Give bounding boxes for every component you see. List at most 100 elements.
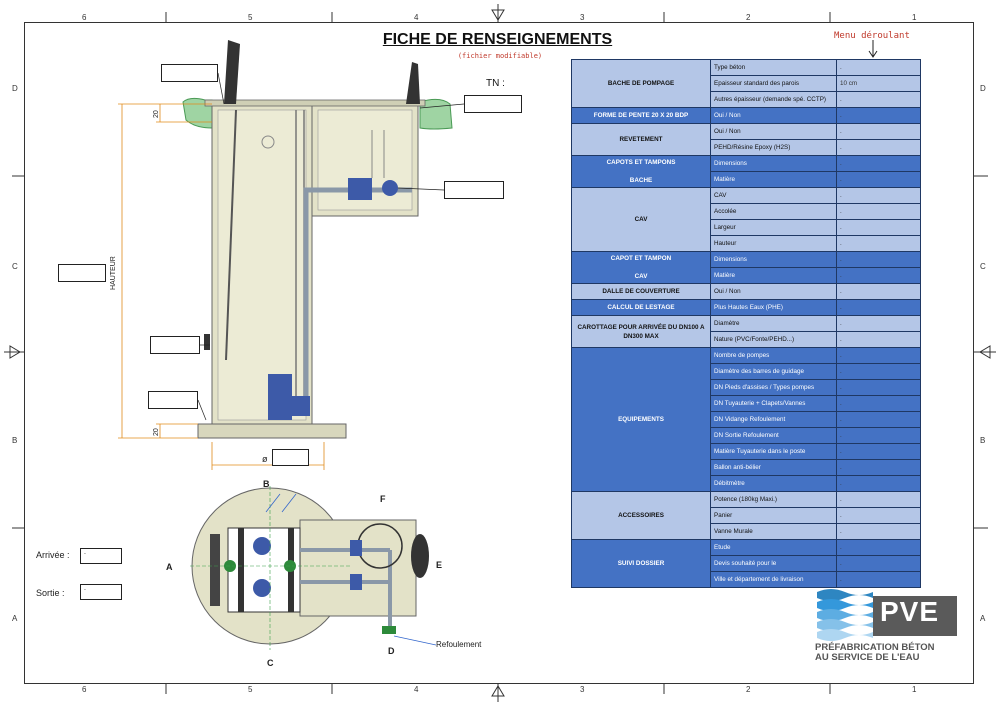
field-value[interactable]: . (836, 91, 921, 108)
section-lestage: CALCUL DE LESTAGE (571, 299, 711, 316)
table-row: Epaisseur standard des parois 10 cm (572, 75, 921, 92)
diameter-value-box[interactable] (272, 449, 309, 466)
hauteur-value-box[interactable] (58, 264, 106, 282)
section-line: CAPOTS ET TAMPONS (606, 159, 676, 166)
row-letter: D (980, 84, 986, 93)
col-number: 4 (414, 13, 419, 22)
field-value[interactable]: . (836, 299, 921, 316)
field-value[interactable]: . (836, 331, 921, 348)
table-row: CAROTTAGE POUR ARRIVÉE DU DN100 A DN300 … (571, 315, 921, 348)
float-label-box[interactable] (150, 336, 200, 354)
field-label: DN Sortie Refoulement (710, 427, 837, 444)
col-number: 5 (248, 13, 253, 22)
row-letter: D (12, 84, 18, 93)
section-equipements: EQUIPEMENTS (571, 347, 711, 492)
field-label: Hauteur (710, 235, 837, 252)
row-letter: C (980, 262, 986, 271)
field-value[interactable]: . (836, 395, 921, 412)
field-value[interactable]: . (836, 107, 921, 124)
col-number: 6 (82, 13, 87, 22)
section-line: CAPOT ET TAMPON (610, 255, 672, 262)
section-suivi: SUIVI DOSSIER (571, 539, 711, 588)
field-value[interactable]: . (836, 267, 921, 284)
field-value[interactable]: . (836, 203, 921, 220)
table-row: DALLE DE COUVERTURE Oui / Non . (571, 283, 921, 300)
field-label: Dimensions (710, 155, 837, 172)
field-value[interactable]: . (836, 459, 921, 476)
field-label: DN Pieds d'assises / Types pompes (710, 379, 837, 396)
field-value[interactable]: . (836, 347, 921, 364)
field-label: Panier (710, 507, 837, 524)
arrivee-input[interactable]: . (80, 548, 122, 564)
table-row: REVETEMENT Oui / Non . (571, 123, 921, 156)
field-value[interactable]: . (836, 555, 921, 572)
view-letter-d: D (388, 646, 395, 656)
field-label: Oui / Non (710, 123, 837, 140)
valve-label-box[interactable] (444, 181, 504, 199)
table-row: Ville et département de livraison . (572, 571, 921, 588)
field-label: Ballon anti-bélier (710, 459, 837, 476)
page-subtitle: (fichier modifiable) (457, 52, 543, 60)
field-value[interactable]: . (836, 251, 921, 268)
field-label: Etude (710, 539, 837, 556)
view-letter-a: A (166, 562, 173, 572)
base-label-box[interactable] (148, 391, 198, 409)
field-value[interactable]: . (836, 379, 921, 396)
field-label: Accolée (710, 203, 837, 220)
field-value[interactable]: . (836, 235, 921, 252)
field-value[interactable]: . (836, 139, 921, 156)
section-dalle: DALLE DE COUVERTURE (571, 283, 711, 300)
field-value[interactable]: . (836, 363, 921, 380)
field-value[interactable]: . (836, 123, 921, 140)
field-label: DN Vidange Refoulement (710, 411, 837, 428)
field-value[interactable]: . (836, 571, 921, 588)
field-value[interactable]: . (836, 427, 921, 444)
cover-label-box[interactable] (161, 64, 218, 82)
field-value[interactable]: . (836, 491, 921, 508)
field-label: Devis souhaité pour le (710, 555, 837, 572)
field-value[interactable]: . (836, 475, 921, 492)
table-row: CAV CAV . (571, 187, 921, 252)
table-row: BACHE DE POMPAGE Type béton . (571, 59, 921, 108)
field-label: Ville et département de livraison (710, 571, 837, 588)
field-value[interactable]: . (836, 155, 921, 172)
field-value[interactable]: . (836, 59, 921, 76)
table-row: Largeur . (572, 219, 921, 236)
field-value[interactable]: . (836, 283, 921, 300)
view-letter-c: C (267, 658, 274, 668)
col-number: 2 (746, 685, 751, 694)
tn-value-box[interactable] (464, 95, 522, 113)
field-value[interactable]: . (836, 411, 921, 428)
logo-line: PRÉFABRICATION BÉTON (815, 642, 935, 653)
field-label: Oui / Non (710, 107, 837, 124)
pve-logo (817, 589, 957, 641)
field-label: Matière (710, 171, 837, 188)
section-line: CAV (634, 273, 648, 280)
fiche-table: BACHE DE POMPAGE Type béton . Epaisseur … (571, 59, 921, 588)
field-value[interactable]: . (836, 219, 921, 236)
field-value[interactable]: . (836, 539, 921, 556)
field-value[interactable]: . (836, 187, 921, 204)
table-row: Matière . (572, 171, 921, 188)
field-label: Matière Tuyauterie dans le poste (710, 443, 837, 460)
field-label: Dimensions (710, 251, 837, 268)
field-value[interactable]: 10 cm (836, 75, 921, 92)
field-label: Potence (180kg Maxi.) (710, 491, 837, 508)
field-label: Autres épaisseur (demande spé. CCTP) (710, 91, 837, 108)
table-row: Hauteur . (572, 235, 921, 252)
sortie-input[interactable]: . (80, 584, 122, 600)
section-bache: BACHE DE POMPAGE (571, 59, 711, 108)
field-value[interactable]: . (836, 315, 921, 332)
view-letter-b: B (263, 479, 270, 489)
field-value[interactable]: . (836, 171, 921, 188)
field-label: Epaisseur standard des parois (710, 75, 837, 92)
field-value[interactable]: . (836, 523, 921, 540)
field-value[interactable]: . (836, 507, 921, 524)
row-letter: C (12, 262, 18, 271)
section-revetement: REVETEMENT (571, 123, 711, 156)
row-letter: B (980, 436, 986, 445)
field-value[interactable]: . (836, 443, 921, 460)
